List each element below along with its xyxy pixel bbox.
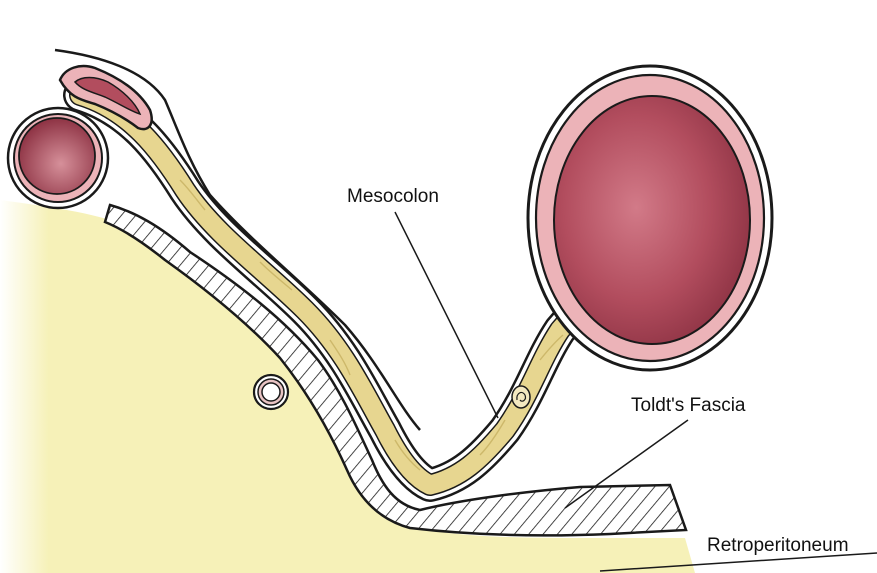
mesocolon-label: Mesocolon: [347, 186, 439, 208]
vessel-icon: [512, 386, 530, 408]
toldts-fascia-label: Toldt's Fascia: [631, 395, 746, 417]
ureter-ring: [254, 375, 288, 409]
retroperitoneum-label: Retroperitoneum: [707, 535, 849, 557]
mesocolon-leader: [395, 212, 498, 418]
colon-large: [528, 66, 772, 370]
small-bowel-left: [8, 108, 108, 208]
